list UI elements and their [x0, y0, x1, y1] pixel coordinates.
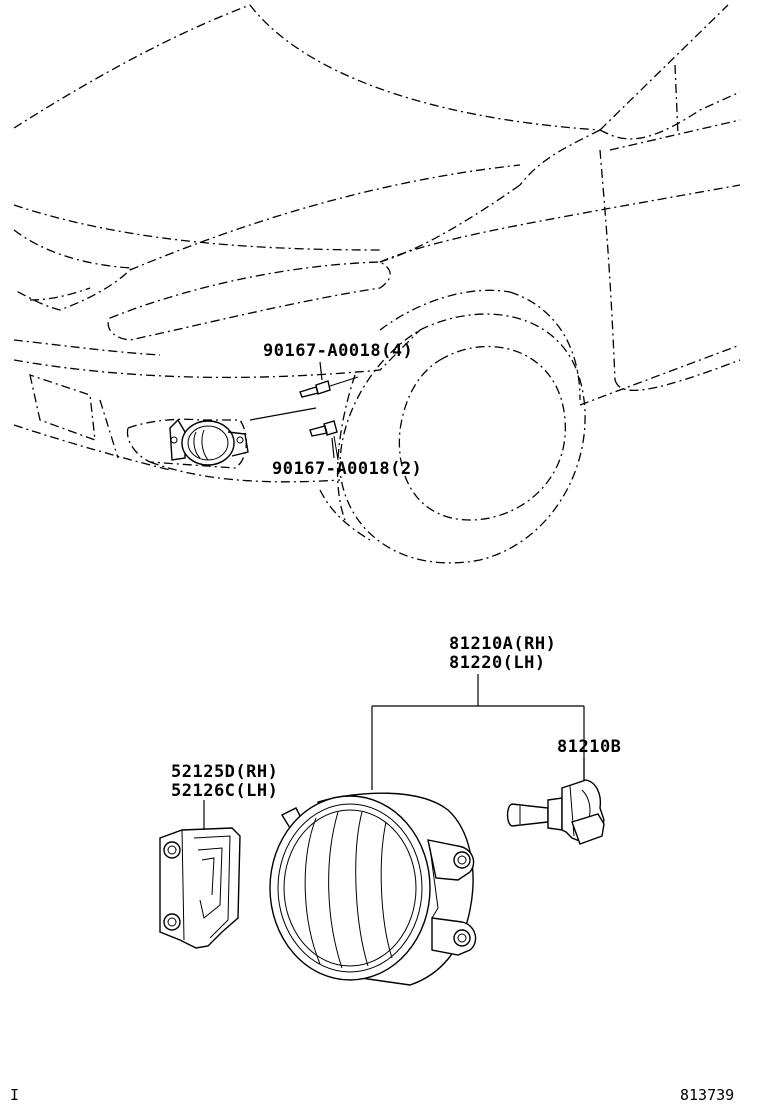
- fog-lamp-installed: [169, 418, 249, 466]
- bracket-part: [159, 827, 241, 949]
- diagram-number: 813739: [680, 1086, 734, 1104]
- label-lamp-lh: 81220(LH): [449, 653, 546, 673]
- label-bracket-lh: 52126C(LH): [171, 781, 278, 801]
- label-bolt-lower: 90167-A0018(2): [272, 459, 422, 479]
- bolt-upper-icon: [299, 376, 359, 398]
- car-body-outline: [13, 4, 741, 564]
- label-bulb: 81210B: [557, 737, 621, 757]
- label-bolt-upper: 90167-A0018(4): [263, 341, 413, 361]
- footer-left-mark: I: [10, 1086, 19, 1104]
- fog-lamp-part: [269, 792, 477, 986]
- bolt-lower-icon: [309, 420, 339, 461]
- label-bracket-rh: 52125D(RH): [171, 762, 278, 782]
- label-lamp-rh: 81210A(RH): [449, 634, 556, 654]
- bulb-part: [506, 779, 605, 845]
